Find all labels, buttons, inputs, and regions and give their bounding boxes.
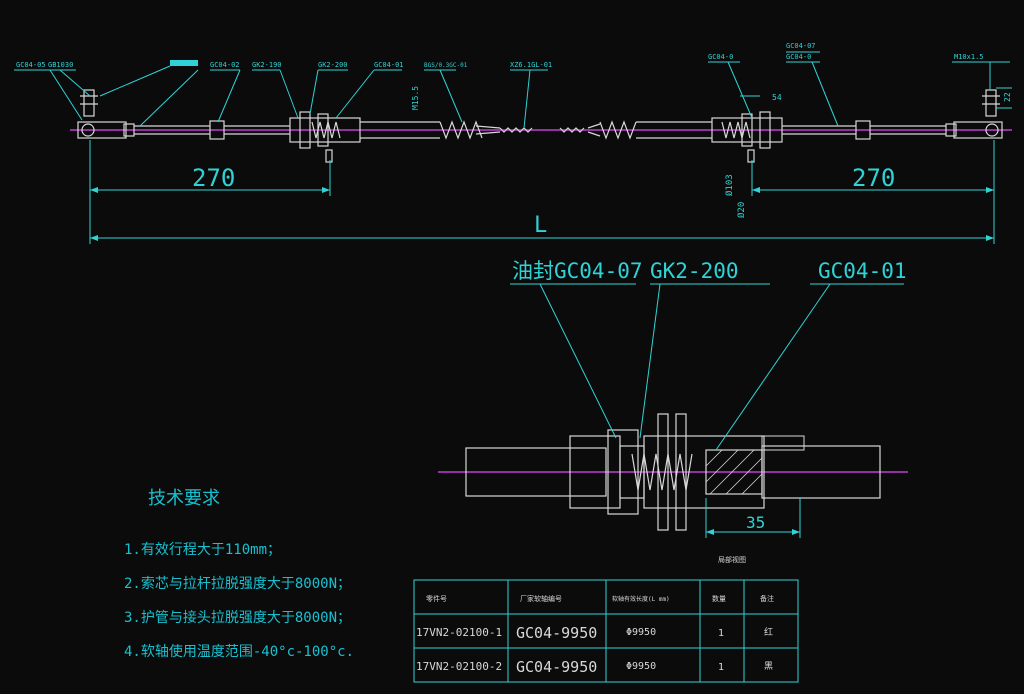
- detail-nut-disc-2: [675, 413, 687, 531]
- technical-requirements: 技术要求 1.有效行程大于110mm； 2.索芯与拉杆拉脱强度大于8000N； …: [124, 488, 354, 660]
- left-rod-end: [77, 89, 135, 139]
- table-header-length: 软轴有效长度(L mm): [612, 595, 670, 603]
- label-right-gc04-0b: GC04-0: [786, 53, 811, 61]
- requirement-3: 3.护管与接头拉脱强度大于8000N；: [124, 609, 351, 626]
- table-header-remark: 备注: [760, 594, 774, 603]
- requirements-title: 技术要求: [148, 488, 220, 509]
- left-housing: [289, 111, 361, 163]
- table-row1-vendor-code: GC04-9950: [516, 624, 597, 642]
- left-collar: [209, 120, 225, 140]
- label-gc04-02: GC04-02: [210, 61, 240, 69]
- table-row2-part-no: 17VN2-02100-2: [416, 660, 502, 673]
- right-spiral-guard: [599, 120, 637, 140]
- table-row2-remark: 黑: [764, 661, 773, 672]
- table-row1-remark: 红: [764, 626, 773, 638]
- detail-nut-disc-1: [657, 413, 669, 531]
- label-right-gc04-0: GC04-0: [708, 53, 733, 61]
- top-leaders: [14, 51, 1012, 129]
- top-part-labels: GC04-05 GB1030 GC04-02 GK2-190 GK2-200 G…: [16, 42, 984, 69]
- table-header-qty: 数量: [712, 594, 726, 603]
- detail-left-tube: [465, 447, 607, 497]
- table-row2-length: Φ9950: [626, 661, 656, 672]
- detail-view: 油封GC04-07 GK2-200 GC04-01 35 局部视图: [438, 259, 908, 564]
- left-spiral-guard: [439, 120, 483, 140]
- parts-table: 零件号 厂家软轴编号 软轴有效长度(L mm) 数量 备注 17VN2-0210…: [413, 579, 799, 683]
- table-header-part-no: 零件号: [426, 594, 447, 603]
- right-collar: [855, 120, 871, 140]
- top-dimensions: 270 270 L M15.5 Ø103 Ø20 54 22: [89, 86, 1012, 244]
- dim-22: 22: [1003, 92, 1012, 102]
- label-gb1030: GB1030: [48, 61, 73, 69]
- label-gc04-01: GC04-01: [374, 61, 404, 69]
- label-m10: M10x1.5: [954, 53, 984, 61]
- dim-total-l: L: [534, 213, 547, 238]
- detail-right-tube: [761, 445, 881, 499]
- table-row2-qty: 1: [718, 662, 724, 673]
- table-row1-qty: 1: [718, 628, 724, 639]
- right-rod-end: [945, 89, 1003, 139]
- detail-housing: [643, 435, 765, 509]
- dim-d20: Ø20: [736, 202, 747, 218]
- dim-left-270: 270: [192, 164, 235, 192]
- table-row1-length: Φ9950: [626, 627, 656, 638]
- label-gk2-190: GK2-190: [252, 61, 282, 69]
- requirement-1: 1.有效行程大于110mm；: [124, 542, 281, 558]
- label-gc04-05: GC04-05: [16, 61, 46, 69]
- dim-m15: M15.5: [411, 86, 420, 110]
- detail-dim-35: 35: [746, 513, 765, 532]
- dim-d103: Ø103: [724, 174, 735, 196]
- label-xz6: XZ6.1GL-01: [510, 61, 552, 69]
- highlight-bar: [170, 60, 198, 66]
- detail-spring: [631, 453, 693, 491]
- dim-right-270: 270: [852, 164, 895, 192]
- detail-caption: 局部视图: [718, 555, 746, 564]
- label-gk2-200: GK2-200: [318, 61, 348, 69]
- right-housing: [711, 111, 783, 163]
- requirement-2: 2.索芯与拉杆拉脱强度大于8000N；: [124, 575, 351, 592]
- table-row2-vendor-code: GC04-9950: [516, 658, 597, 676]
- requirement-4: 4.软轴使用温度范围-40°c-100°c.: [124, 643, 354, 660]
- detail-label-gk2-200: GK2-200: [650, 259, 739, 283]
- table-row1-part-no: 17VN2-02100-1: [416, 626, 502, 639]
- detail-label-oil-seal: 油封GC04-07: [512, 259, 643, 283]
- detail-label-gc04-01: GC04-01: [818, 259, 907, 283]
- table-header-vendor-code: 厂家软轴编号: [520, 594, 562, 603]
- label-right-gc04-07: GC04-07: [786, 42, 816, 50]
- label-bgs: BGS/0.3GC-01: [424, 62, 468, 69]
- dim-54: 54: [772, 93, 782, 102]
- top-view: GC04-05 GB1030 GC04-02 GK2-190 GK2-200 G…: [14, 42, 1012, 244]
